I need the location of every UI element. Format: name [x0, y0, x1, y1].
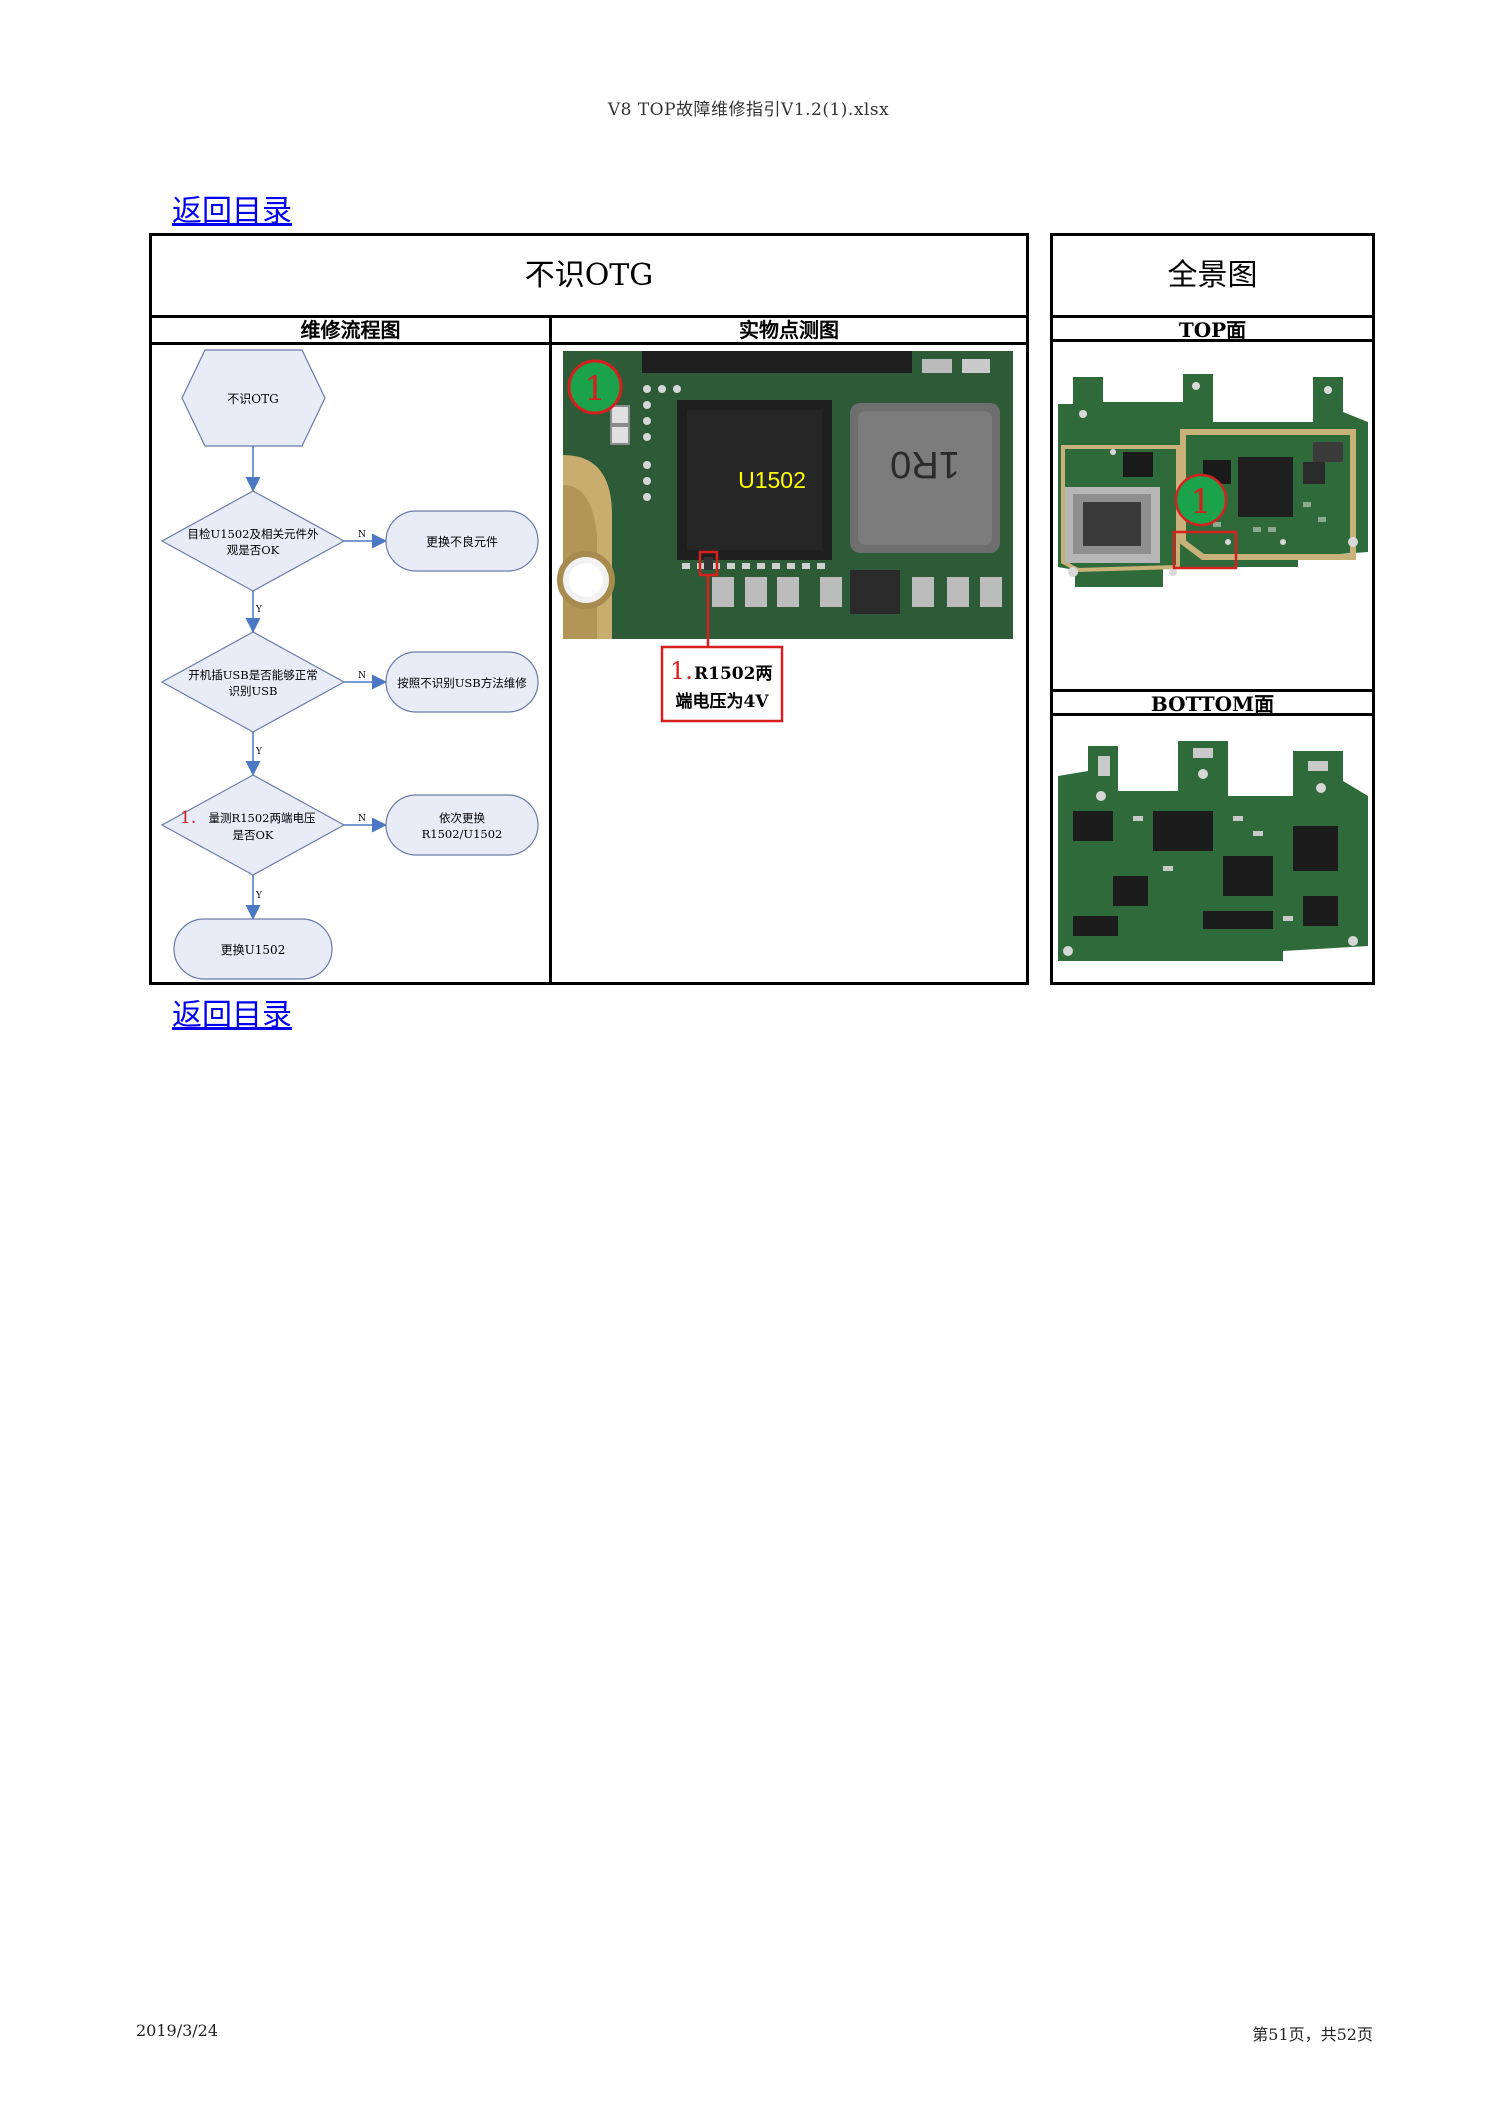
flow-action-usb-method — [385, 651, 539, 713]
bottom-side-label: BOTTOM面 — [1053, 692, 1372, 716]
photo-column-header: 实物点测图 — [739, 318, 839, 342]
flow-start-text: 不识OTG — [227, 392, 278, 406]
flow-start-hexagon — [181, 349, 326, 447]
flow-decision-3-line2: 是否OK — [232, 828, 273, 842]
footer-date: 2019/3/24 — [136, 2021, 219, 2040]
flow-action-replace-bad-parts — [385, 510, 539, 572]
back-to-contents-link-bottom[interactable]: 返回目录 — [172, 998, 292, 1033]
flow-decision-1-line1: 目检U1502及相关元件外 — [188, 527, 319, 541]
flow-decision-3-line1: 量测R1502两端电压 — [209, 811, 316, 825]
flow-end-replace-u1502 — [173, 918, 333, 980]
back-to-contents-link-top[interactable]: 返回目录 — [172, 194, 292, 229]
flow-action-2-text: 按照不识别USB方法维修 — [397, 676, 527, 690]
flow-decision-usb-recognition — [160, 631, 346, 733]
bottom-side-image-cell — [1053, 716, 1372, 988]
top-side-board-image: 1 — [1058, 374, 1368, 587]
callout-box — [660, 645, 784, 723]
inductor-label: 1R0 — [890, 443, 960, 485]
flow-action-3-line2: R1502/U1502 — [422, 827, 503, 841]
flow-yes-label-2: Y — [255, 747, 263, 757]
flow-action-replace-r1502-u1502 — [385, 794, 539, 856]
panorama-title: 全景图 — [1053, 236, 1372, 318]
flow-decision-1-line2: 观是否OK — [227, 543, 280, 557]
callout-line1: R1502两 — [694, 664, 772, 684]
callout-number: 1. — [670, 657, 693, 685]
main-title: 不识OTG — [152, 236, 1026, 318]
flow-yes-label-1: Y — [255, 605, 263, 615]
flowchart-column-header: 维修流程图 — [152, 318, 552, 342]
flow-decision-3-number: 1. — [180, 808, 196, 828]
document-header-title: V8 TOP故障维修指引V1.2(1).xlsx — [607, 100, 890, 120]
callout-line2: 端电压为4V — [675, 691, 769, 712]
repair-flowchart: 不识OTG 目检U1502及相关元件外 观是否OK N 更换不良元件 Y 开机插… — [160, 349, 539, 980]
panorama-marker-number: 1 — [1190, 482, 1212, 522]
flow-decision-2-line2: 识别USB — [228, 684, 277, 698]
flow-no-label-2: N — [358, 671, 366, 681]
main-table: 不识OTG 维修流程图 实物点测图 不识OTG 目检U1502及相关元件外 观是… — [149, 233, 1029, 985]
photo-marker-circle — [567, 359, 623, 415]
panorama-table: 全景图 TOP面 — [1050, 233, 1375, 985]
top-side-label: TOP面 — [1053, 318, 1372, 342]
photo-cell: U1502 1R0 1 — [552, 345, 1026, 985]
flow-end-text: 更换U1502 — [221, 943, 286, 957]
photo-marker-number: 1 — [584, 369, 606, 409]
flow-decision-visual-check — [160, 490, 346, 592]
flowchart-cell: 不识OTG 目检U1502及相关元件外 观是否OK N 更换不良元件 Y 开机插… — [152, 345, 552, 985]
panorama-marker-circle — [1174, 473, 1228, 527]
flow-no-label-1: N — [358, 530, 366, 540]
top-side-image-cell: 1 — [1053, 342, 1372, 692]
measurement-photo: U1502 1R0 1 — [557, 351, 1013, 723]
flow-no-label-3: N — [358, 814, 366, 824]
bottom-side-board-image — [1058, 741, 1368, 961]
flow-decision-2-line1: 开机插USB是否能够正常 — [188, 668, 318, 682]
flow-action-1-text: 更换不良元件 — [426, 534, 498, 549]
flow-yes-label-3: Y — [255, 891, 263, 901]
chip-label-u1502: U1502 — [738, 467, 806, 493]
flow-action-3-line1: 依次更换 — [439, 811, 485, 825]
footer-page-number: 第51页，共52页 — [1252, 2025, 1373, 2044]
